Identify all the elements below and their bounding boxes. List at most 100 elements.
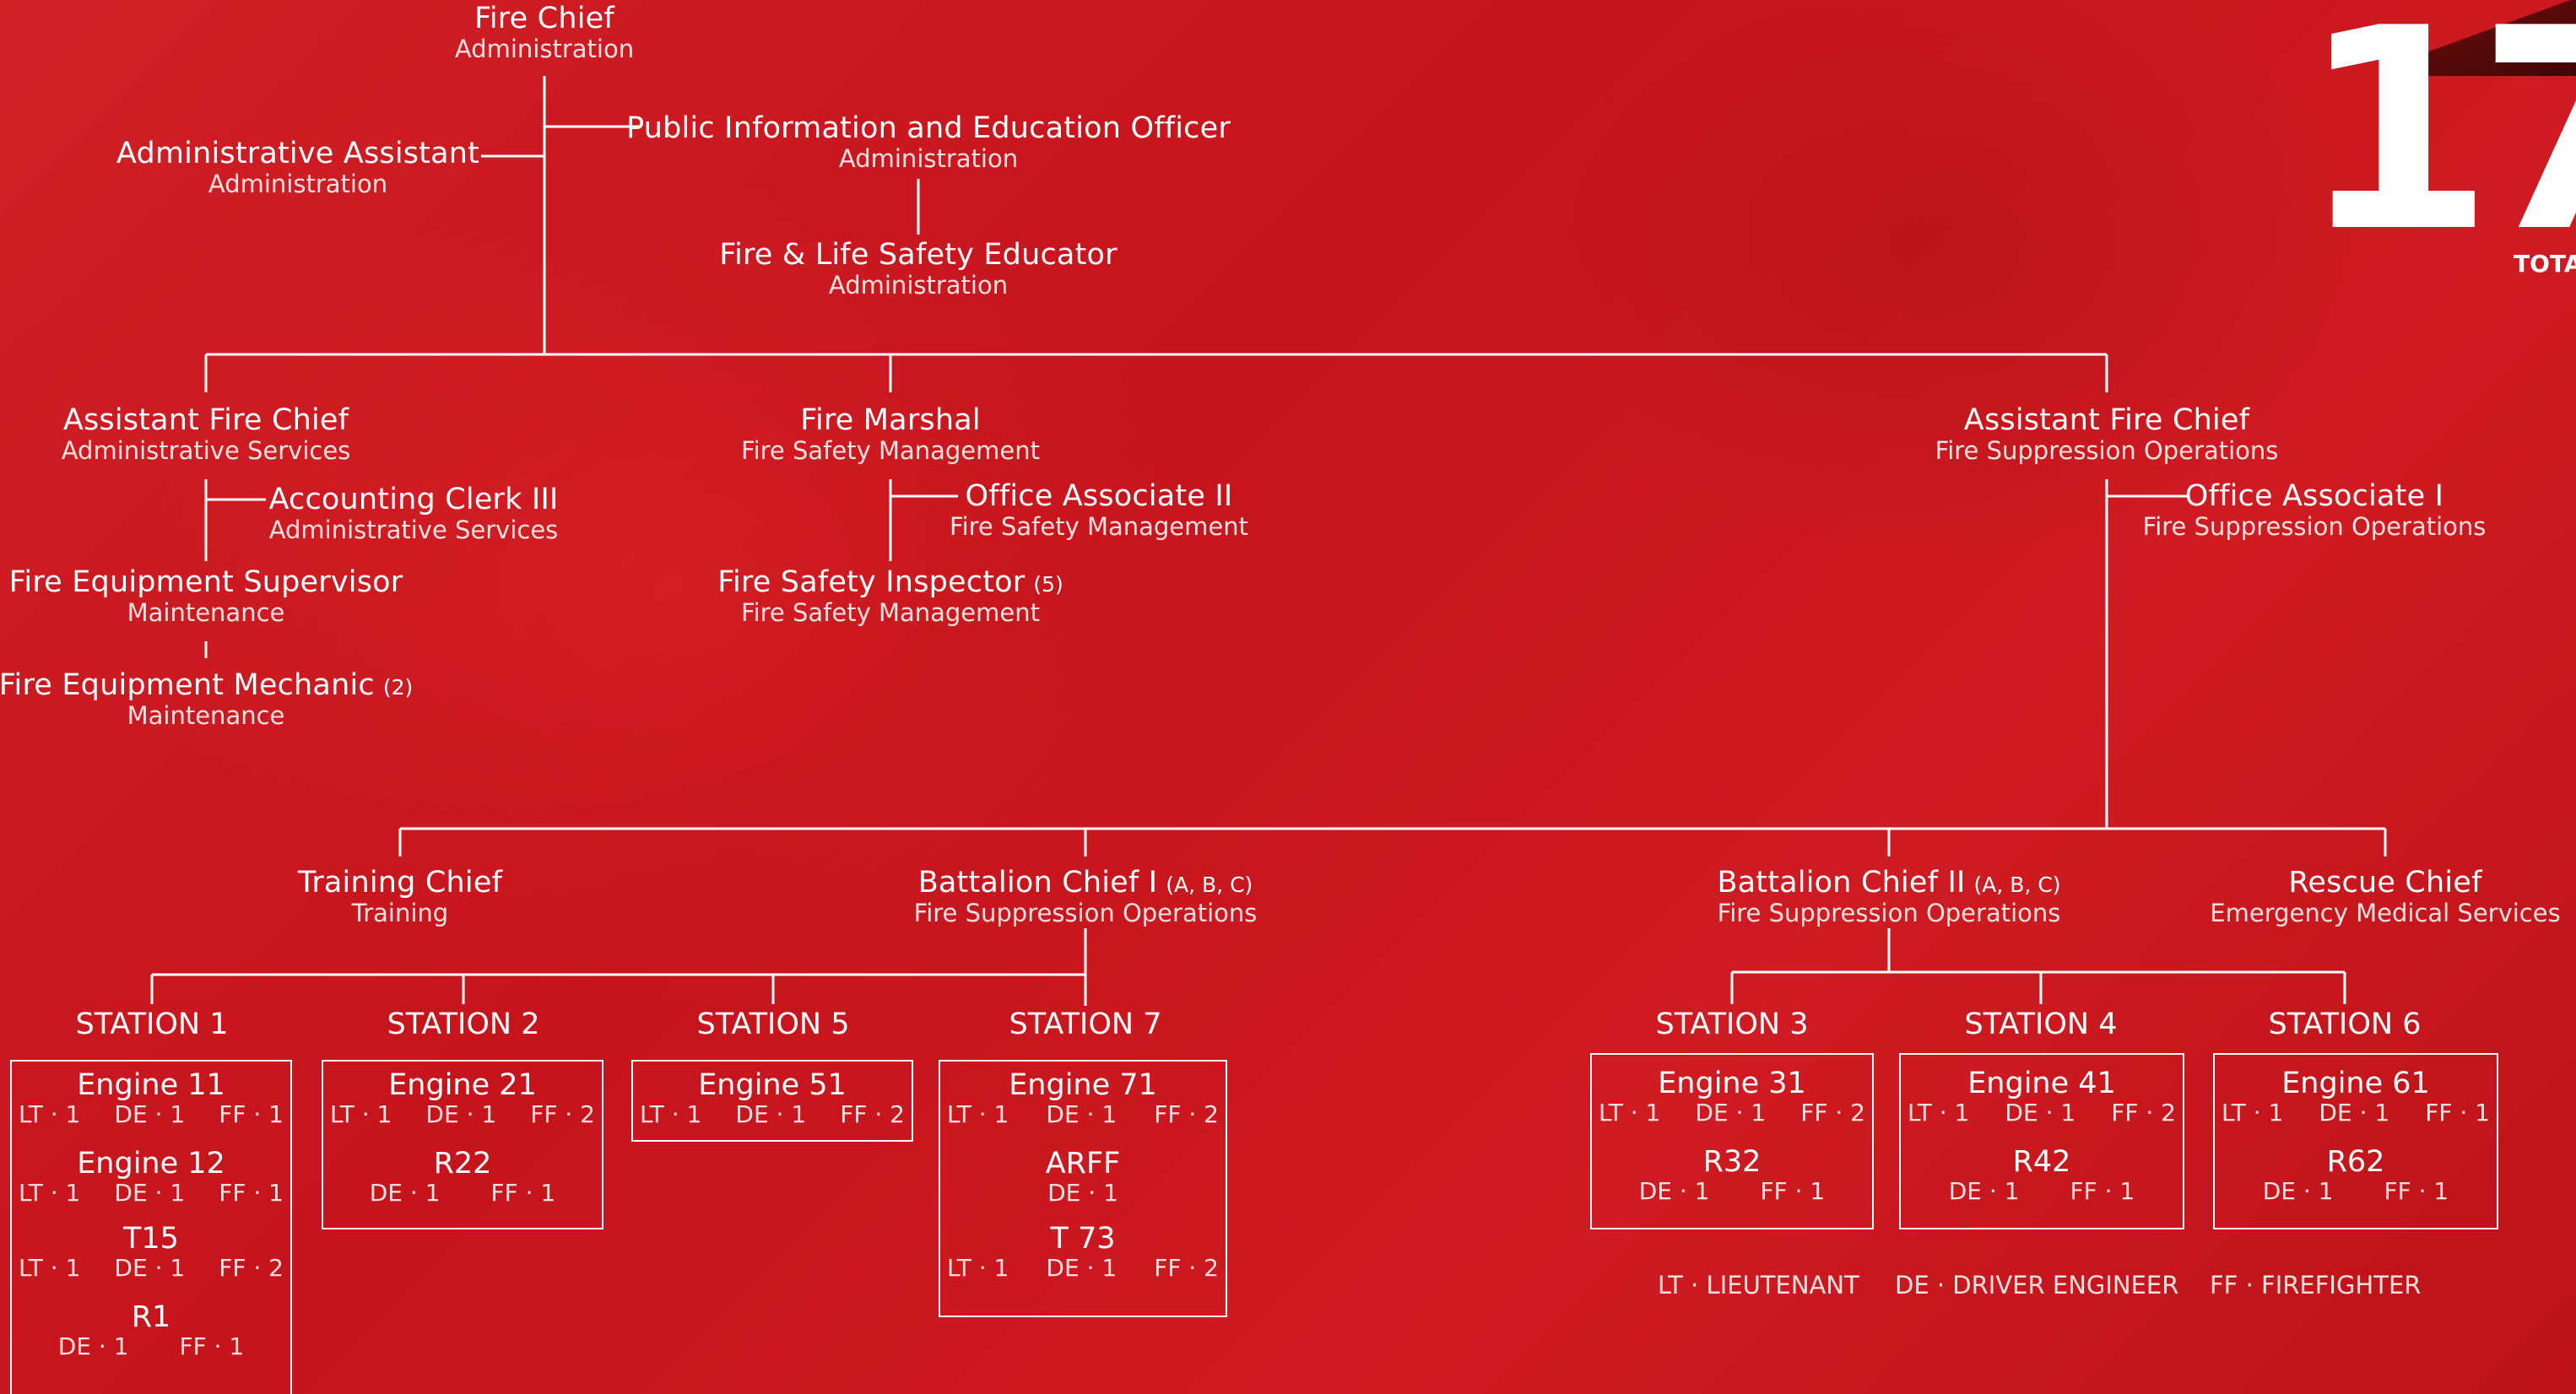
position-dept: Administrative Services [61,436,351,466]
crew-de: DE · 1 [2319,1099,2390,1127]
crew-lt: LT · 1 [330,1100,392,1129]
unit-name: Engine 51 [698,1068,847,1102]
position-dept: Fire Suppression Operations [1717,899,2061,928]
position-dept: Administration [454,35,635,64]
position-dept: Training [351,899,449,928]
unit-name: T 73 [1050,1222,1116,1256]
unit-name: Engine 12 [77,1147,225,1181]
station-4-label: STATION 4 [1964,1008,2118,1041]
unit: R62 DE · 1 FF · 1 [2215,1145,2497,1205]
unit-name: R22 [433,1147,492,1181]
crew-row: LT · 1 DE · 1 FF · 1 [12,1100,290,1129]
position-title: Battalion Chief II [1717,866,1966,900]
crew-row: LT · 1 DE · 1 FF · 1 [2215,1100,2497,1127]
station-7-box: Engine 71 LT · 1 DE · 1 FF · 2 ARFF DE ·… [939,1060,1227,1317]
office-associate-fsm-node: Office Associate II Fire Safety Manageme… [950,479,1248,542]
accounting-clerk-node: Accounting Clerk III Administrative Serv… [268,483,558,545]
unit: Engine 31 LT · 1 DE · 1 FF · 2 [1592,1067,1872,1127]
position-dept: Fire Suppression Operations [913,899,1258,928]
legend-de: DE · DRIVER ENGINEER [1895,1271,2179,1299]
station-3-box: Engine 31 LT · 1 DE · 1 FF · 2 R32 DE · … [1590,1053,1874,1229]
crew-de: DE · 1 [735,1100,807,1129]
station-3-label: STATION 3 [1655,1008,1809,1041]
crew-lt: LT · 1 [19,1254,81,1283]
equip-supervisor-node: Fire Equipment Supervisor Maintenance [9,565,403,628]
crew-ff: FF · 2 [1154,1254,1219,1283]
unit-name: Engine 61 [2281,1067,2430,1100]
position-dept: Fire Safety Management [741,598,1040,628]
position-title: Assistant Fire Chief [1963,403,2250,437]
afc-ops-node: Assistant Fire Chief Fire Suppression Op… [1935,403,2279,466]
crew-de: DE · 1 [2005,1099,2076,1127]
legend-lt: LT · LIEUTENANT [1658,1271,1859,1299]
position-title: Office Associate II [965,479,1233,513]
total-label: TOTA [2514,250,2576,278]
crew-lt: LT · 1 [947,1100,1009,1129]
crew-lt: LT · 1 [947,1254,1009,1283]
crew-de: DE · 1 [114,1254,186,1283]
crew-row: LT · 1 DE · 1 FF · 1 [12,1179,290,1208]
unit-name: R32 [1702,1145,1762,1180]
crew-ff: FF · 2 [219,1254,284,1283]
crew-row: LT · 1 DE · 1 FF · 2 [940,1256,1226,1282]
unit-name: Engine 31 [1658,1067,1806,1100]
crew-de: DE · 1 [1046,1254,1118,1283]
unit-name: R62 [2326,1145,2385,1180]
station-5-box: Engine 51 LT · 1 DE · 1 FF · 2 [631,1060,913,1142]
educator-node: Fire & Life Safety Educator Administrati… [719,238,1117,300]
station-5-label: STATION 5 [696,1008,850,1041]
unit: Engine 21 LT · 1 DE · 1 FF · 2 [323,1068,602,1128]
crew-row: DE · 1 FF · 1 [1592,1177,1872,1206]
unit: Engine 61 LT · 1 DE · 1 FF · 1 [2215,1067,2497,1127]
crew-ff: FF · 2 [840,1100,905,1129]
position-dept: Fire Safety Management [741,436,1040,466]
station-1-label: STATION 1 [75,1008,229,1041]
unit: Engine 11 LT · 1 DE · 1 FF · 1 [12,1068,290,1128]
crew-ff: FF · 1 [490,1179,556,1208]
unit: R32 DE · 1 FF · 1 [1592,1145,1872,1205]
station-1-box: Engine 11 LT · 1 DE · 1 FF · 1 Engine 12… [10,1060,292,1394]
crew-lt: LT · 1 [2222,1099,2284,1127]
station-2-box: Engine 21 LT · 1 DE · 1 FF · 2 R22 DE · … [322,1060,603,1229]
training-chief-node: Training Chief Training [298,866,502,928]
position-count: (5) [1033,572,1063,597]
position-dept: Fire Suppression Operations [1935,436,2279,466]
station-2-label: STATION 2 [387,1008,540,1041]
crew-de: DE · 1 [369,1179,441,1208]
crew-de: DE · 1 [1638,1177,1710,1206]
crew-de: DE · 1 [57,1332,129,1361]
position-title: Fire Chief [474,2,614,35]
crew-ff: FF · 1 [2070,1177,2135,1206]
crew-ff: FF · 1 [219,1179,284,1208]
crew-ff: FF · 1 [219,1100,284,1129]
position-dept: Administration [828,271,1009,300]
crew-ff: FF · 1 [179,1332,245,1361]
position-title: Fire & Life Safety Educator [719,238,1118,272]
unit-name: Engine 71 [1009,1068,1157,1102]
unit-name: T15 [123,1222,179,1256]
rescue-chief-node: Rescue Chief Emergency Medical Services [2210,866,2560,928]
position-count: (A, B, C) [1166,873,1253,897]
position-dept: Maintenance [127,598,285,628]
station-6-box: Engine 61 LT · 1 DE · 1 FF · 1 R62 DE · … [2213,1053,2498,1229]
crew-row: DE · 1 FF · 1 [1901,1177,2183,1206]
position-dept: Maintenance [127,701,285,731]
unit-name: ARFF [1045,1147,1121,1181]
unit: ARFF DE · 1 [940,1147,1226,1207]
unit-name: Engine 41 [1967,1067,2116,1100]
unit: R22 DE · 1 FF · 1 [323,1147,602,1207]
crew-row: LT · 1 DE · 1 FF · 2 [633,1100,912,1129]
crew-ff: FF · 2 [1154,1100,1219,1129]
admin-assistant-node: Administrative Assistant Administration [116,137,479,199]
crew-row: LT · 1 DE · 1 FF · 2 [1901,1100,2183,1127]
position-dept: Fire Safety Management [950,512,1248,542]
crew-lt: LT · 1 [640,1100,702,1129]
legend-ff: FF · FIREFIGHTER [2210,1271,2422,1299]
position-title: Assistant Fire Chief [62,403,349,437]
battalion-chief-1-node: Battalion Chief I(A, B, C) Fire Suppress… [914,866,1258,928]
position-title: Fire Equipment Mechanic [0,668,375,702]
crew-ff: FF · 2 [1800,1099,1865,1127]
crew-row: DE · 1 FF · 1 [12,1334,290,1360]
